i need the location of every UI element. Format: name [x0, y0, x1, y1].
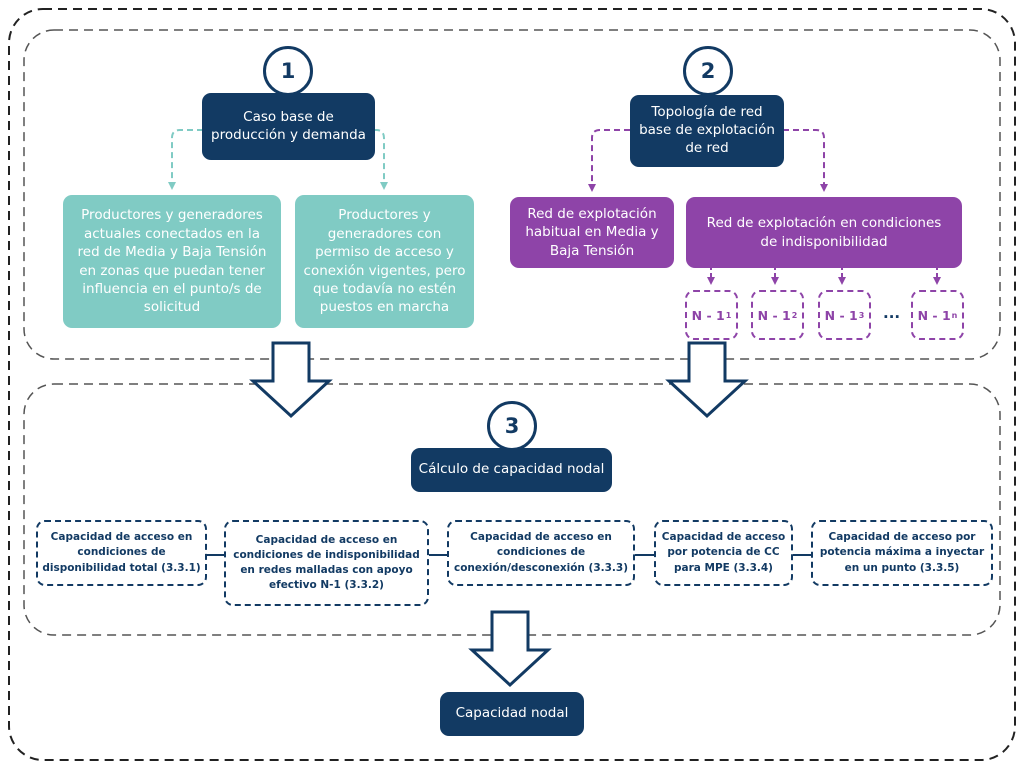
capacity-disponibilidad-total: Capacidad de acceso en condiciones de di… — [36, 520, 207, 586]
capacity-indisponibilidad-mallada: Capacidad de acceso en condiciones de in… — [224, 520, 429, 606]
connector-caso-base-to-permiso — [374, 129, 388, 190]
contingency-label: N - 1 — [691, 307, 725, 323]
contingency-ellipsis: ... — [883, 304, 901, 322]
contingency-subscript: 1 — [725, 310, 732, 320]
step-2-badge: 2 — [683, 46, 733, 96]
connector-topologia-to-indisponibilidad — [783, 129, 828, 192]
capacidad-nodal-box: Capacidad nodal — [440, 692, 584, 736]
connector-topologia-to-habitual — [588, 129, 630, 192]
productores-permiso-box: Productores y generadores con permiso de… — [295, 195, 474, 328]
step-1-badge: 1 — [263, 46, 313, 96]
big-arrow-right — [665, 341, 749, 419]
big-arrow-bottom — [468, 610, 552, 688]
contingency-subscript: 2 — [791, 310, 798, 320]
capacity-potencia-cc: Capacidad de acceso por potencia de CC p… — [654, 520, 793, 586]
step-3-badge: 3 — [487, 401, 537, 451]
red-habitual-box: Red de explotación habitual en Media y B… — [510, 197, 674, 268]
contingency-subscript: 3 — [858, 310, 865, 320]
contingency-label: N - 1 — [757, 307, 791, 323]
outer-frame — [8, 8, 1016, 761]
caso-base-box: Caso base de producción y demanda — [202, 93, 375, 160]
capacity-conexion-desconexion: Capacidad de acceso en condiciones de co… — [447, 520, 635, 586]
contingency-label: N - 1 — [824, 307, 858, 323]
inputs-section-frame — [23, 29, 1001, 360]
calculation-section-frame — [23, 383, 1001, 636]
contingency-subscript: n — [951, 310, 958, 320]
productores-actuales-box: Productores y generadores actuales conec… — [63, 195, 281, 328]
red-indisponibilidad-box: Red de explotación en condiciones de ind… — [686, 197, 962, 268]
big-arrow-left — [249, 341, 333, 419]
connector-caso-base-to-actuales — [168, 129, 203, 190]
contingency-label: N - 1 — [917, 307, 951, 323]
capacity-potencia-maxima: Capacidad de acceso por potencia máxima … — [811, 520, 993, 586]
calculo-box: Cálculo de capacidad nodal — [411, 448, 612, 492]
topologia-box: Topología de red base de explotación de … — [630, 95, 784, 167]
